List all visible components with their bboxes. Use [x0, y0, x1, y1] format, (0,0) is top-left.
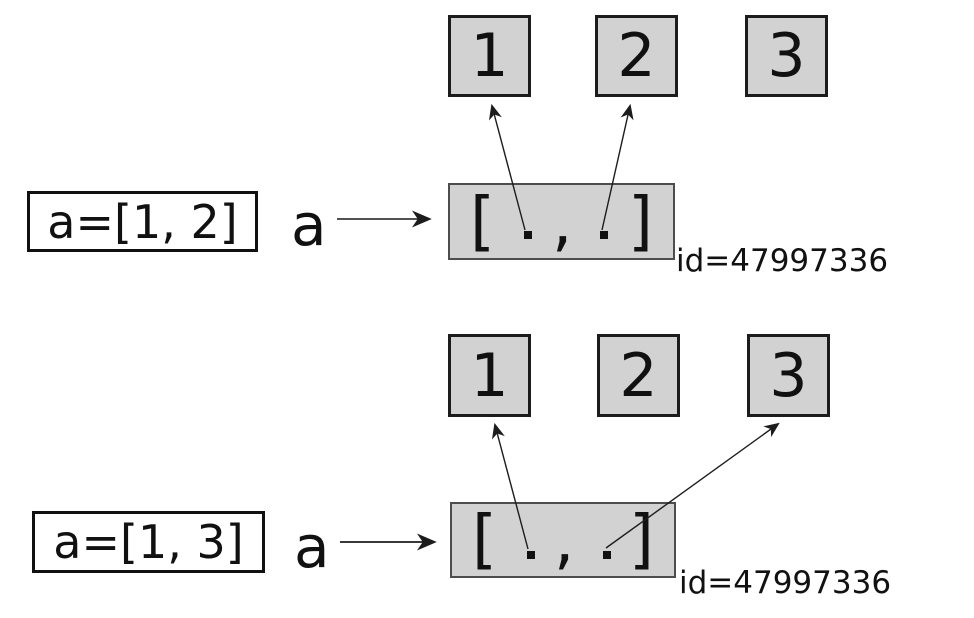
bottom-list-object-box: [ , ]: [450, 502, 676, 578]
bottom-value-cell-2: 2: [597, 334, 680, 417]
top-value-cell-2: 2: [595, 15, 678, 97]
top-list-close-bracket: ]: [628, 184, 653, 259]
top-list-comma: ,: [552, 186, 573, 261]
top-list-open-bracket: [: [470, 184, 495, 259]
top-cell-2-value: 2: [617, 21, 656, 91]
bottom-list-slot-1-dot: [603, 551, 611, 559]
bottom-list-open-bracket: [: [472, 503, 497, 577]
bottom-list-comma: ,: [554, 504, 575, 579]
bottom-list-close-bracket: ]: [629, 503, 654, 577]
bottom-id-label: id=47997336: [679, 565, 892, 601]
top-list-object-box: [ , ]: [448, 183, 675, 260]
top-value-cell-3: 3: [745, 15, 828, 97]
top-list-slot-0-dot: [524, 231, 532, 239]
top-cell-3-value: 3: [767, 21, 806, 91]
top-id-label: id=47997336: [676, 243, 889, 279]
top-value-cell-1: 1: [448, 15, 531, 97]
bottom-cell-1-value: 1: [470, 340, 509, 411]
bottom-value-cell-1: 1: [448, 334, 531, 417]
bottom-cell-2-value: 2: [619, 340, 658, 411]
bottom-code-box: a=[1, 3]: [32, 511, 265, 573]
top-code-box: a=[1, 2]: [27, 191, 258, 252]
bottom-list-slot-0-dot: [527, 551, 535, 559]
bottom-variable-label: a: [294, 513, 330, 581]
top-code-text: a=[1, 2]: [47, 194, 238, 249]
top-variable-label: a: [291, 191, 327, 259]
top-list-slot-1-dot: [600, 231, 608, 239]
bottom-code-text: a=[1, 3]: [53, 515, 244, 569]
bottom-value-cell-3: 3: [747, 334, 830, 417]
bottom-cell-3-value: 3: [769, 340, 808, 411]
top-cell-1-value: 1: [470, 21, 509, 91]
